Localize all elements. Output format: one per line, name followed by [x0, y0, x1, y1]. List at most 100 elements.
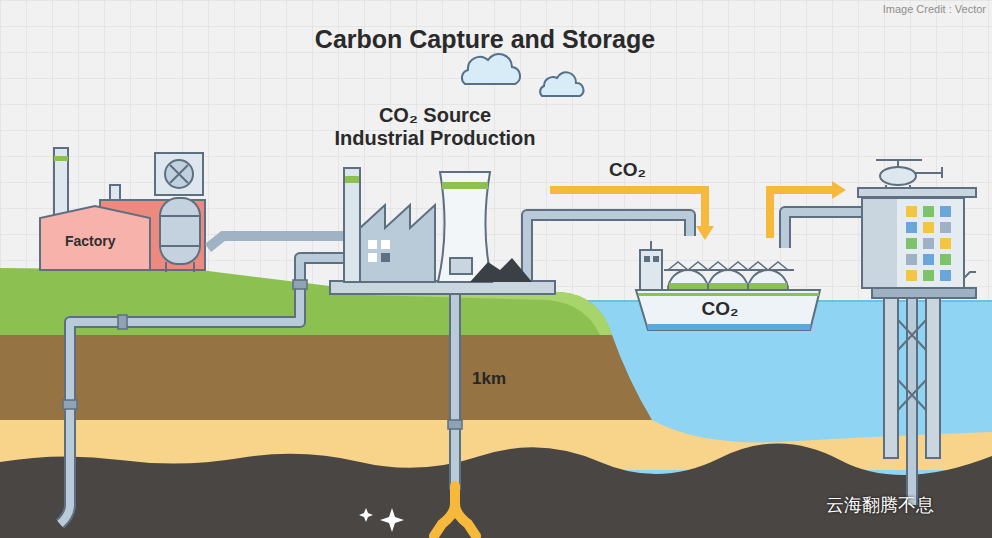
factory-illustration	[170, 165, 188, 183]
offshore-platform	[872, 288, 976, 298]
factory-illustration	[160, 216, 200, 246]
industrial-plant-illustration	[344, 168, 360, 282]
factory-illustration	[155, 153, 203, 195]
ship-hull	[638, 293, 819, 296]
offshore-platform	[898, 320, 926, 410]
ship-deck	[709, 283, 747, 289]
ground-layers	[359, 508, 373, 522]
pipeline	[449, 295, 461, 490]
industrial-plant-illustration	[368, 240, 377, 249]
ship-deck	[669, 283, 707, 289]
injection-well-fork	[455, 504, 476, 536]
factory-building: Factory	[38, 205, 208, 272]
offshore-platform	[923, 206, 934, 217]
diagram-title-holder: Carbon Capture and Storage	[0, 24, 970, 54]
industrial-plant-illustration	[438, 172, 492, 282]
pipeline	[527, 215, 690, 282]
factory-illustration	[54, 148, 68, 220]
offshore-platform	[940, 222, 951, 233]
pipeline	[118, 315, 127, 329]
factory-illustration	[40, 206, 150, 270]
offshore-platform	[880, 167, 916, 185]
offshore-platform	[863, 199, 897, 287]
offshore-platform	[876, 160, 942, 188]
industrial-plant-illustration	[381, 240, 390, 249]
pipeline	[293, 280, 307, 289]
industrial-plant-illustration	[360, 205, 435, 282]
pipeline	[908, 298, 916, 505]
co2-flow-arrow	[550, 190, 705, 226]
offshore-platform	[862, 198, 964, 288]
cloud	[462, 54, 520, 84]
cargo-ship: CO₂	[632, 240, 822, 332]
industrial-plant-illustration	[330, 168, 555, 294]
flow-label-holder: CO₂	[609, 159, 646, 182]
industrial-plant-illustration	[381, 253, 390, 262]
factory-illustration	[110, 185, 120, 200]
offshore-platform	[923, 270, 934, 281]
ship-deck	[653, 256, 659, 262]
pipeline	[60, 258, 362, 524]
ship-deck	[650, 241, 652, 250]
ground-layers	[0, 335, 652, 420]
industrial-plant-illustration	[470, 258, 532, 282]
factory-illustration	[165, 160, 193, 188]
ground-layers	[0, 443, 992, 538]
offshore-platform	[926, 298, 940, 458]
industrial-plant-illustration	[368, 253, 377, 262]
offshore-platform	[906, 270, 917, 281]
pipeline	[527, 215, 690, 282]
flow-label: CO₂	[609, 159, 646, 182]
offshore-platform	[906, 222, 917, 233]
ship-deck	[748, 270, 788, 290]
ground-layers	[0, 268, 992, 538]
ship-to-platform-arrow	[770, 190, 832, 238]
ship-deck	[644, 256, 650, 262]
offshore-platform	[884, 298, 898, 458]
pipeline	[785, 212, 862, 248]
offshore-platform	[940, 254, 951, 265]
watermark-holder: 云海翻腾不息	[826, 494, 934, 516]
offshore-platform	[906, 238, 917, 249]
depth-dimension-holder: 1km	[472, 369, 506, 389]
depth-dimension: 1km	[472, 369, 506, 389]
cloud	[540, 72, 583, 96]
ship-deck	[668, 262, 788, 270]
offshore-platform	[858, 160, 976, 458]
industrial-plant-illustration	[345, 176, 359, 183]
pipeline	[451, 295, 459, 490]
node-label: CO₂ Source Industrial Production	[333, 104, 537, 150]
ship-deck	[749, 283, 787, 289]
offshore-platform	[906, 254, 917, 265]
ship-deck	[640, 250, 662, 290]
pipeline	[448, 420, 462, 429]
pipeline	[60, 258, 362, 524]
image-credit: Image Credit : Vector	[883, 3, 986, 16]
ship-hull	[636, 290, 820, 330]
offshore-platform	[858, 188, 976, 197]
offshore-platform	[940, 238, 951, 249]
offshore-platform	[923, 238, 934, 249]
ship-deck	[668, 270, 708, 290]
image-credit-holder: Image Credit : Vector	[883, 3, 986, 16]
cloud	[462, 54, 583, 96]
ship-deck	[708, 270, 748, 290]
offshore-platform	[923, 254, 934, 265]
offshore-platform	[940, 270, 951, 281]
co2-pipe	[208, 236, 320, 248]
diagram-title: Carbon Capture and Storage	[0, 24, 970, 54]
factory-illustration	[166, 262, 194, 272]
factory-illustration	[40, 148, 205, 272]
ship-to-platform-arrow	[770, 190, 832, 238]
watermark: 云海翻腾不息	[826, 494, 934, 516]
node-label: CO₂	[702, 298, 739, 320]
industrial-plant-illustration	[442, 182, 488, 189]
offshore-platform	[906, 206, 917, 217]
